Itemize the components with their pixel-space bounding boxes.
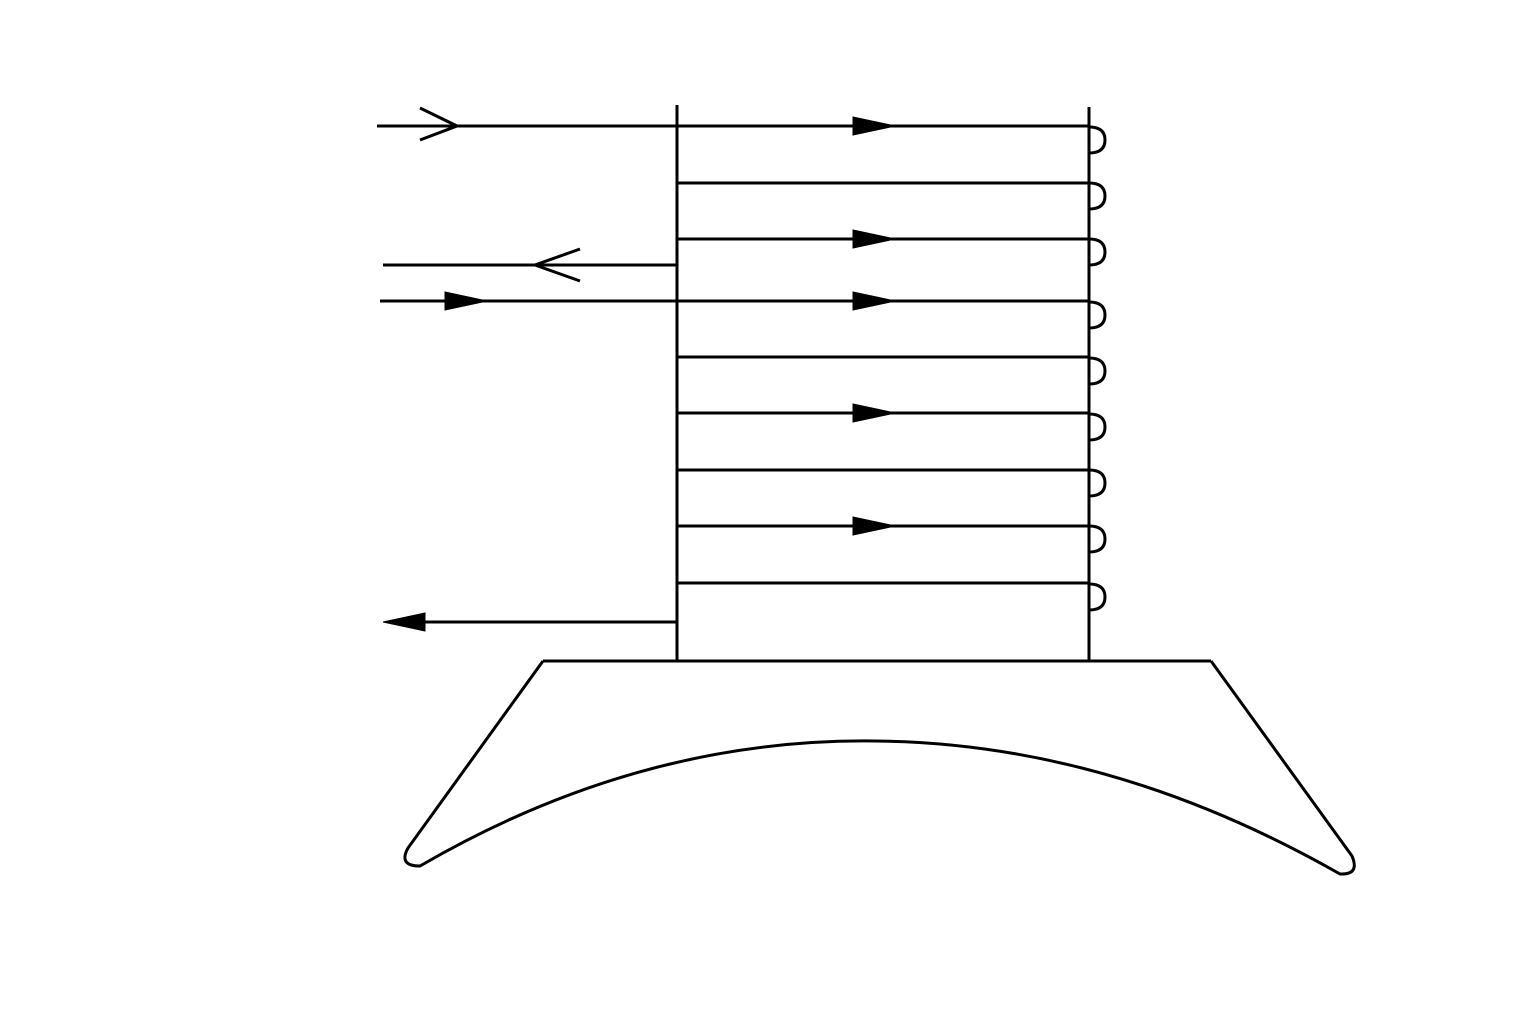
filled-arrow-right-icon: [852, 291, 896, 311]
right-loop: [1088, 412, 1107, 442]
right-loop: [1088, 356, 1107, 386]
right-loop: [1088, 181, 1107, 211]
filled-arrow-left-icon: [382, 612, 426, 632]
right-loop: [1088, 582, 1107, 612]
filled-arrow-right-icon: [444, 291, 488, 311]
base-body: [403, 660, 1356, 876]
winding-frame: [675, 105, 1091, 661]
open-arrow-right-icon: [419, 106, 461, 142]
filled-arrow-right-icon: [852, 116, 896, 136]
magnet-base: [403, 659, 1356, 876]
right-loop: [1088, 524, 1107, 554]
winding-turns: [677, 116, 1107, 612]
right-loop: [1088, 300, 1107, 330]
filled-arrow-right-icon: [852, 403, 896, 423]
filled-arrow-right-icon: [852, 229, 896, 249]
open-arrow-left-icon: [530, 247, 581, 283]
filled-arrow-right-icon: [852, 516, 896, 536]
right-loop: [1088, 468, 1107, 498]
right-loop: [1088, 237, 1107, 267]
right-loop: [1088, 125, 1107, 155]
wires: [377, 106, 1089, 632]
